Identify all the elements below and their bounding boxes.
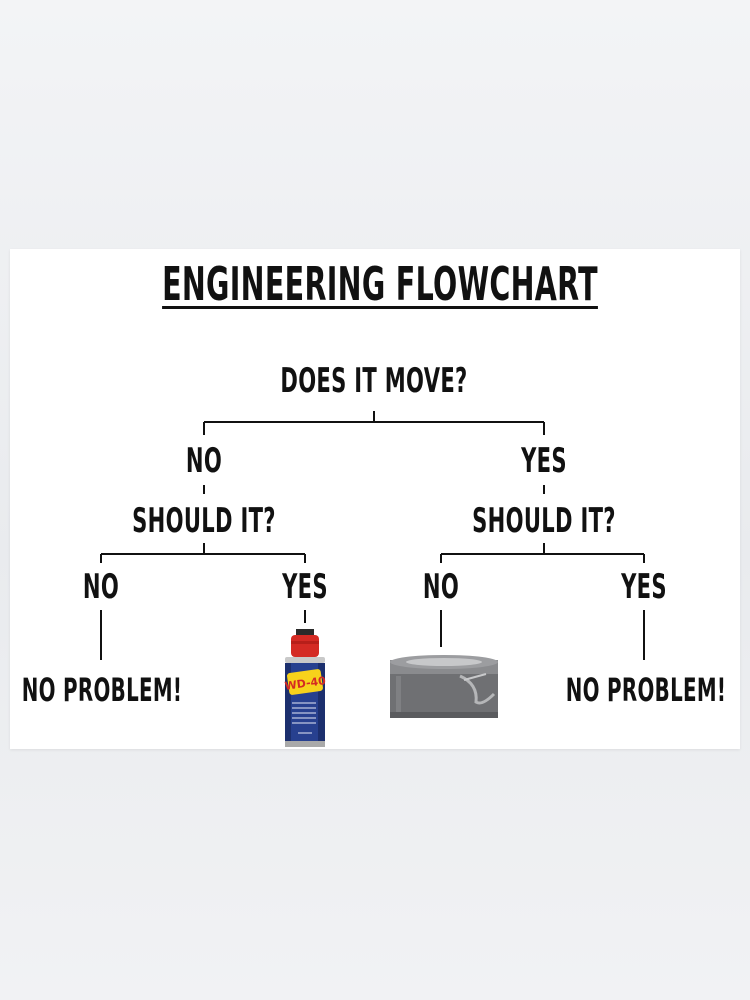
root-question: DOES IT MOVE? [280,361,468,401]
right-branch-question: SHOULD IT? [472,501,616,541]
left-no-result: NO PROBLEM! [21,671,183,709]
page-title: ENGINEERING FLOWCHART [162,257,598,311]
right-no-answer: NO [422,567,460,607]
right-yes-answer: YES [621,567,667,607]
wd40-can-icon: WD-40 [284,629,327,747]
duct-tape-icon [390,655,498,718]
left-branch-question: SHOULD IT? [132,501,276,541]
left-branch-answer: NO [185,441,223,481]
svg-text:WD-40: WD-40 [284,674,327,693]
right-yes-result: NO PROBLEM! [565,671,727,709]
flowchart-poster: WD-40 ENGINEERING FLOWCHART DOES IT MOV [10,249,740,749]
right-branch-answer: YES [521,441,567,481]
left-no-answer: NO [82,567,120,607]
connector-lines: WD-40 [100,411,645,747]
left-yes-answer: YES [282,567,328,607]
